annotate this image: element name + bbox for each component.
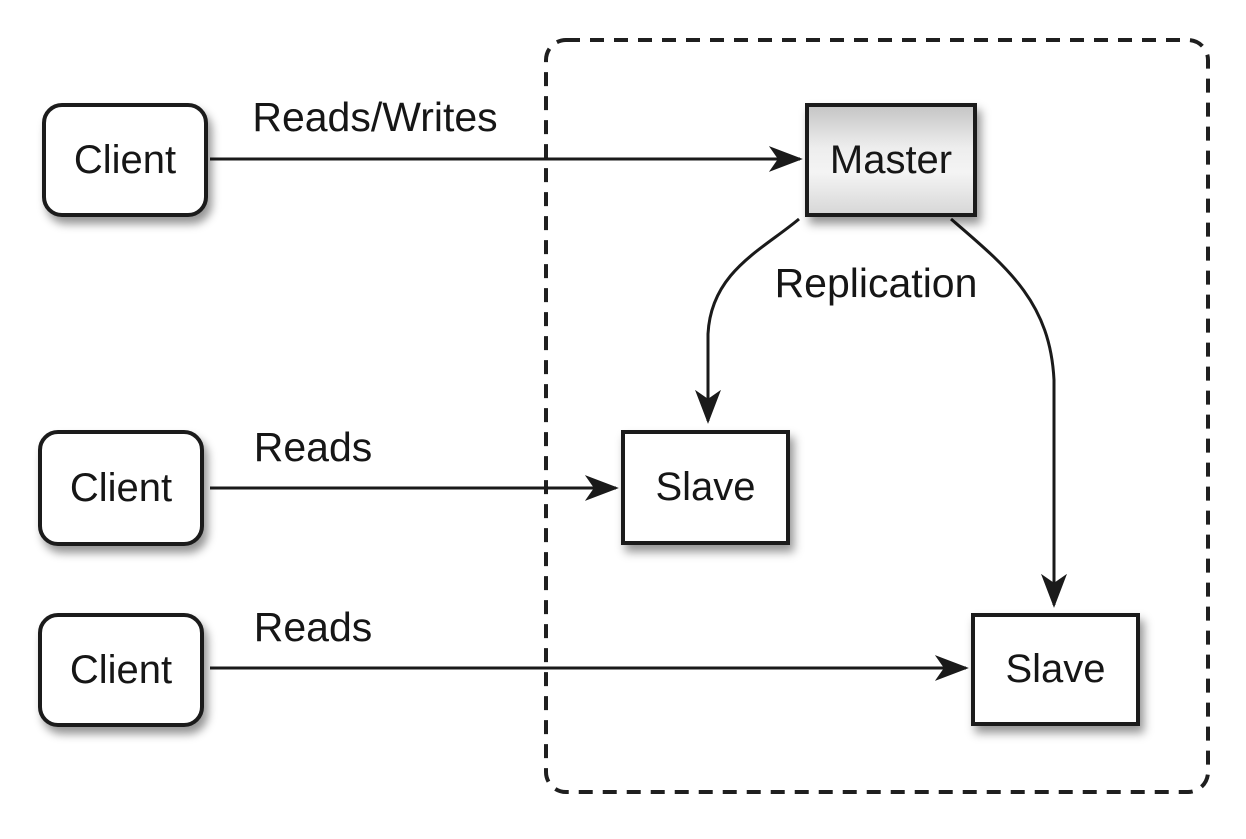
client-node-1: Client xyxy=(42,103,208,217)
client-node-3-label: Client xyxy=(69,647,173,692)
client-node-2: Client xyxy=(38,430,204,546)
slave-node-2-label: Slave xyxy=(1005,647,1106,691)
client-node-1-label: Client xyxy=(73,137,177,182)
client-node-3: Client xyxy=(38,613,204,727)
slave-node-1: Slave xyxy=(621,430,790,545)
slave-node-1-label: Slave xyxy=(655,465,756,509)
edge-label-replication: Replication xyxy=(774,260,978,306)
replication-group-boundary xyxy=(544,38,1210,794)
edge-label-reads-writes: Reads/Writes xyxy=(252,94,498,140)
arrow-replication-master-to-slave1 xyxy=(695,217,800,424)
client-node-2-label: Client xyxy=(69,465,173,510)
master-node: Master xyxy=(805,103,977,217)
slave-node-2: Slave xyxy=(971,613,1140,726)
master-node-label: Master xyxy=(829,137,953,182)
arrow-replication-master-to-slave2 xyxy=(950,217,1067,608)
edge-label-reads-bottom: Reads xyxy=(253,604,373,650)
edge-label-reads-top: Reads xyxy=(253,424,373,470)
